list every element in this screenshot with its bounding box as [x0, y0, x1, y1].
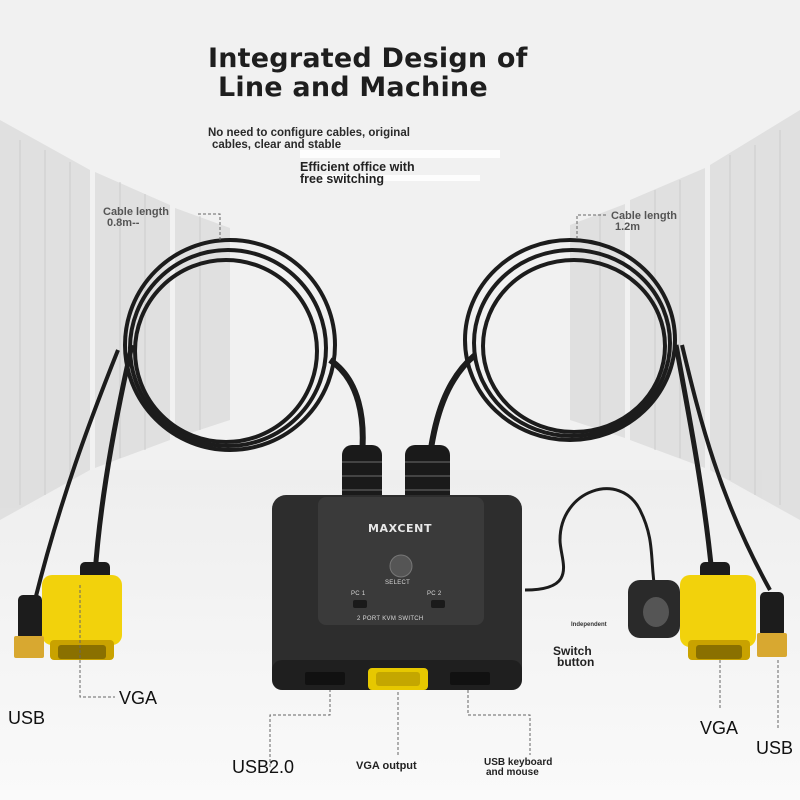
- cable-left-line1: Cable length: [103, 206, 170, 218]
- usb-keyboard-line1: USB keyboard: [484, 757, 553, 768]
- model-label: 2 PORT KVM SWITCH: [357, 616, 424, 622]
- subtitle-line1: No need to configure cables, original: [208, 127, 410, 139]
- tagline-line1: Efficient office with: [300, 160, 415, 174]
- cable-length-right: Cable length 1.2m: [611, 211, 677, 233]
- vga-output-label: VGA output: [356, 760, 417, 772]
- vga-right-label: VGA: [700, 718, 739, 738]
- subtitle: No need to configure cables, original ca…: [208, 127, 410, 151]
- vga-connector-right: [680, 562, 756, 660]
- usb-keyboard-label: USB keyboard and mouse: [484, 758, 552, 778]
- select-label: SELECT: [385, 580, 411, 586]
- switch-button-label: Switch button: [553, 644, 595, 669]
- cable-left-line2: 0.8m--: [107, 217, 140, 229]
- independent-switch-remote: [628, 580, 680, 638]
- usb-right-label: USB: [756, 738, 794, 758]
- switch-line1: Switch: [553, 644, 592, 658]
- cable-right-line2: 1.2m: [615, 221, 641, 233]
- vga-left-label: VGA: [119, 688, 158, 708]
- subtitle-line2: cables, clear and stable: [212, 139, 342, 151]
- switch-line2: button: [557, 655, 595, 669]
- cable-boot-right: [405, 445, 450, 505]
- cable-right-line1: Cable length: [611, 210, 678, 222]
- tagline-line2: free switching: [300, 172, 385, 186]
- tagline: Efficient office with free switching: [300, 160, 415, 186]
- usb-connector-right: [757, 592, 787, 657]
- headline: Integrated Design of Line and Machine: [208, 44, 528, 102]
- usb-connector-left: [14, 595, 44, 658]
- usb-keyboard-line2: and mouse: [486, 767, 539, 778]
- usb20-label: USB2.0: [232, 757, 295, 777]
- kvm-switch-device: [272, 495, 522, 690]
- cable-length-left: Cable length 0.8m--: [103, 207, 169, 229]
- vga-connector-left: [42, 562, 122, 660]
- headline-line1: Integrated Design of: [208, 43, 528, 74]
- left-cable-coil: [123, 238, 337, 452]
- leader-lines: [79, 213, 779, 767]
- device-brand: MAXCENT: [368, 522, 433, 535]
- pc2-label: PC 2: [427, 591, 442, 597]
- usb-left-label: USB: [8, 708, 46, 728]
- pc1-label: PC 1: [351, 591, 366, 597]
- independent-label: Independent: [571, 622, 607, 628]
- right-cable-coil: [463, 238, 677, 442]
- headline-line2: Line and Machine: [218, 72, 488, 103]
- cable-boot-left: [342, 445, 382, 505]
